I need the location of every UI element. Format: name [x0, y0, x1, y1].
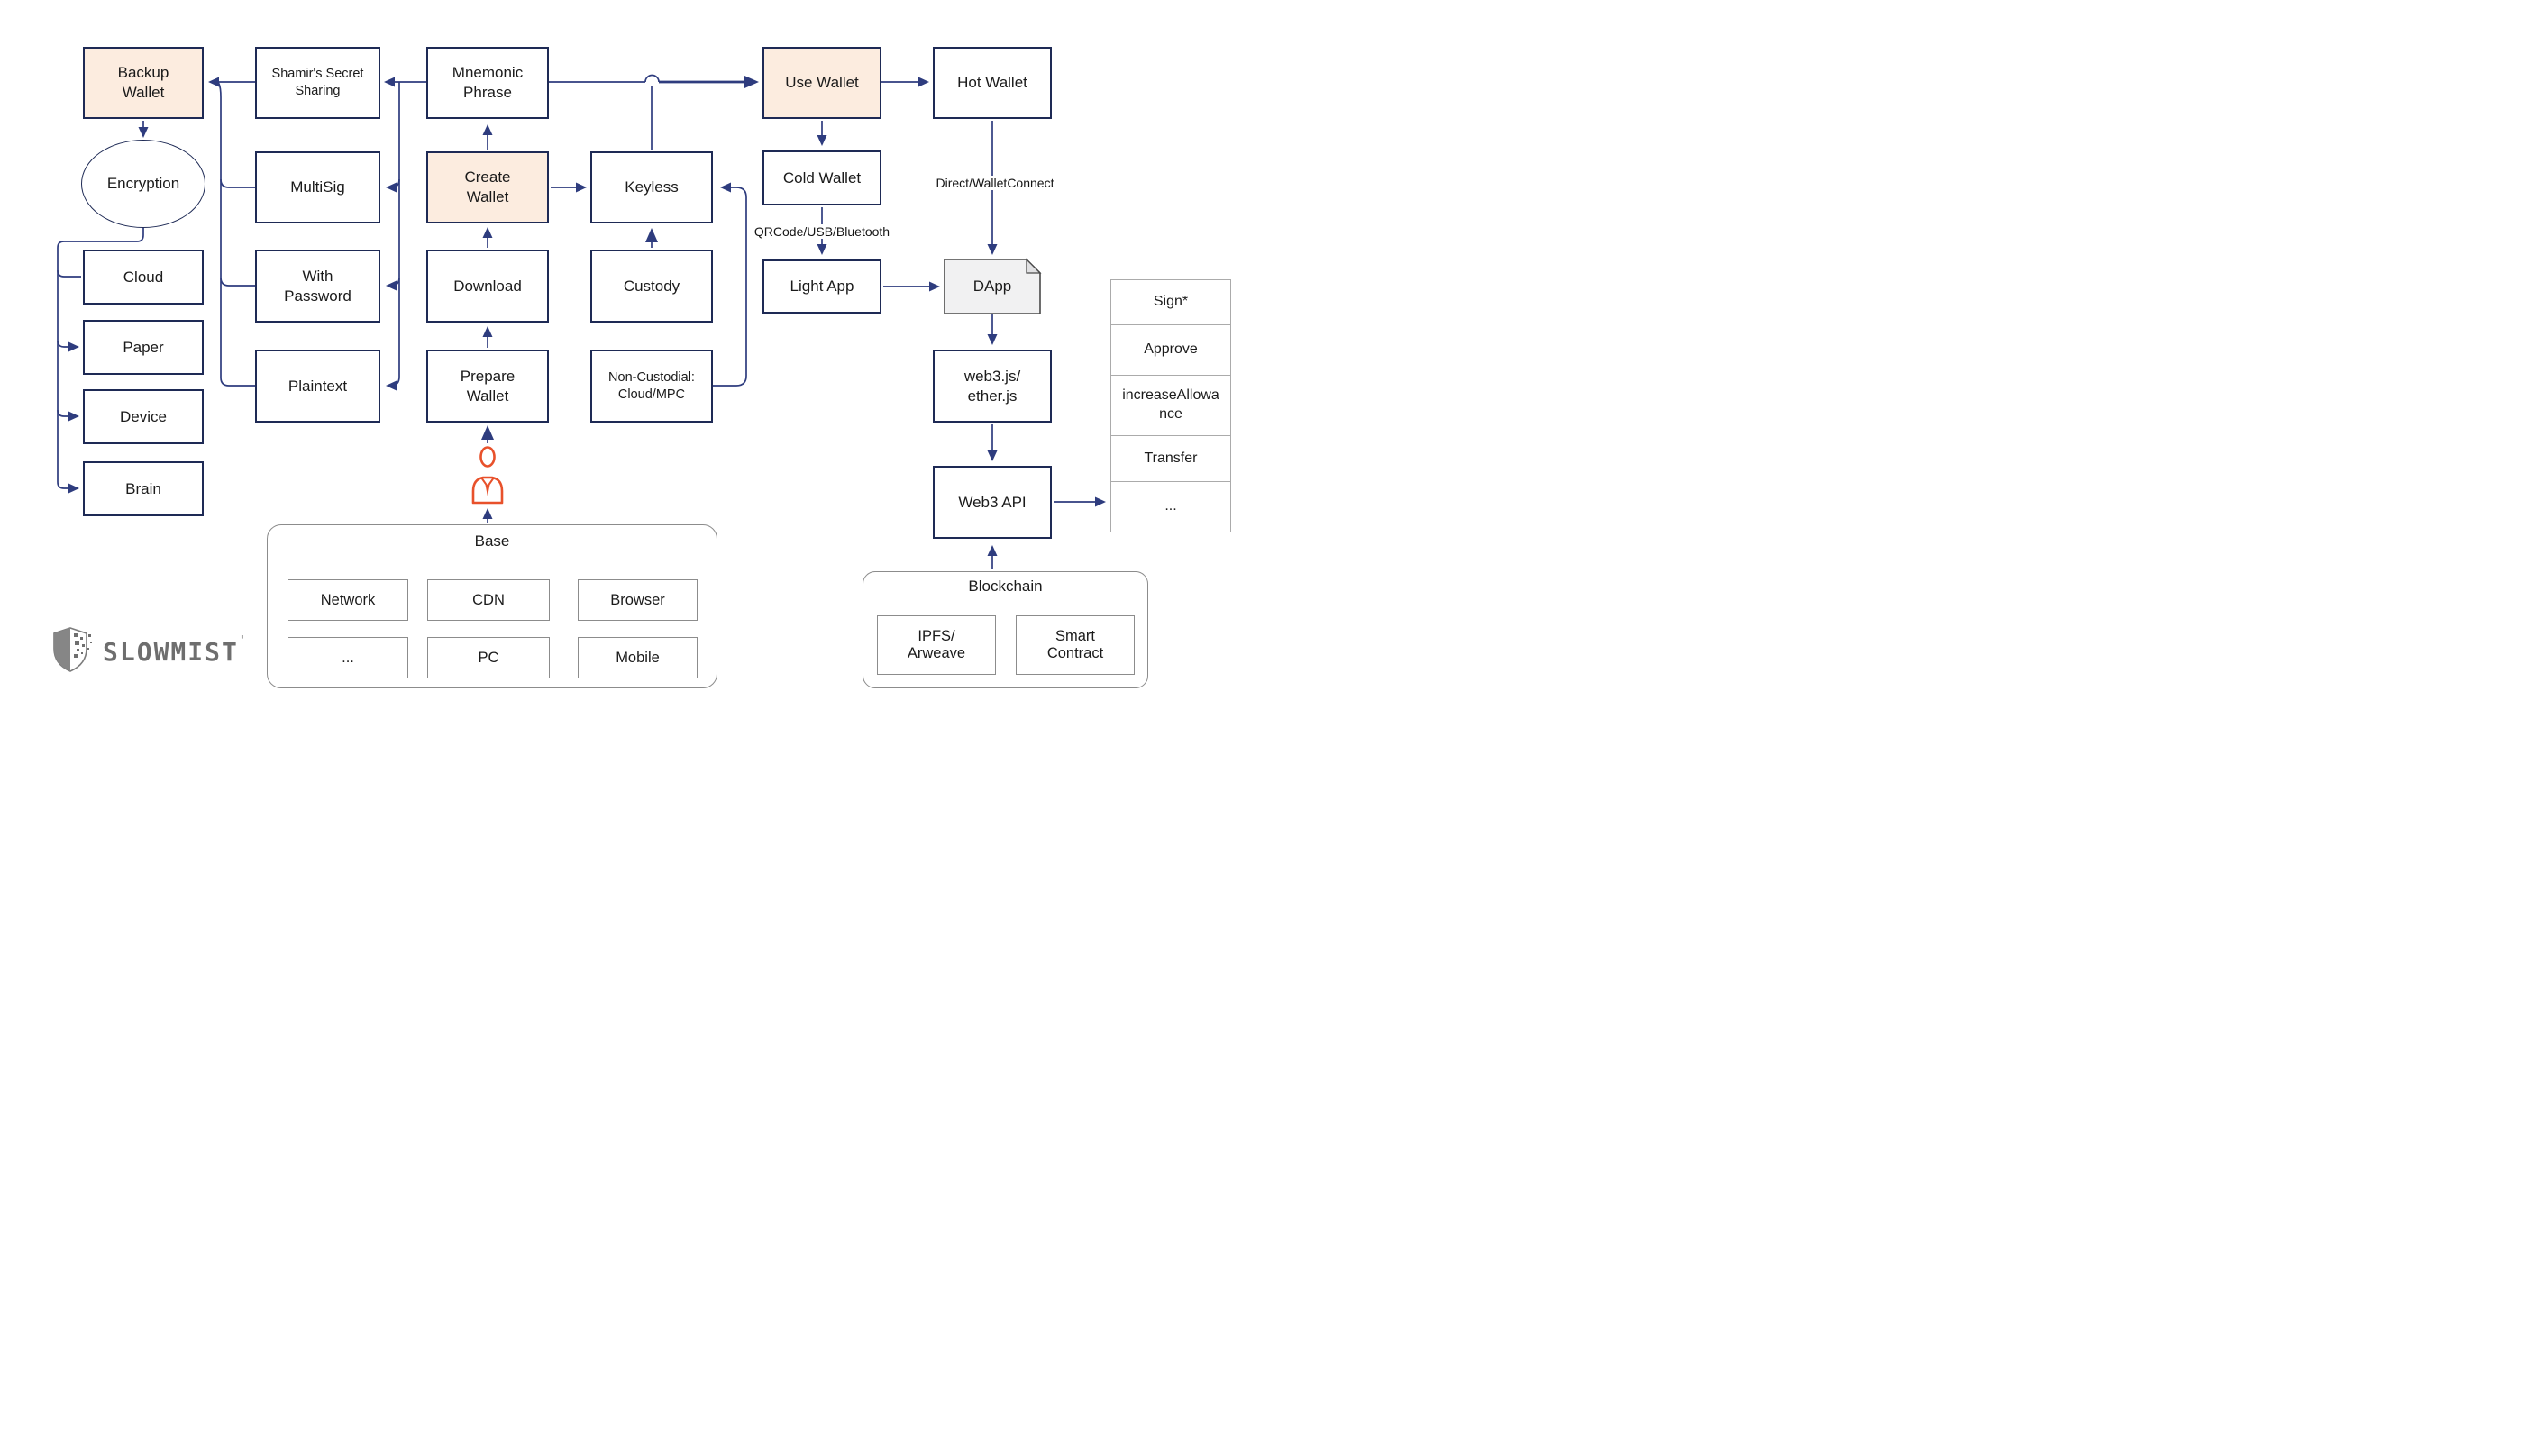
node-shamir-secret-sharing: Shamir's Secret Sharing: [255, 47, 380, 119]
edge-branch-brain: [57, 481, 79, 494]
method-ellipsis: ...: [1110, 480, 1231, 532]
node-download: Download: [426, 250, 549, 323]
connector-lines-layer: [57, 74, 1106, 569]
base-item-browser: Browser: [578, 579, 698, 621]
edge-trunk-to-withpassword: [386, 277, 400, 291]
method-transfer: Transfer: [1110, 435, 1231, 482]
node-paper: Paper: [83, 320, 204, 375]
node-hot-wallet: Hot Wallet: [933, 47, 1052, 119]
label-qrcode-usb-bluetooth: QRCode/USB/Bluetooth: [751, 224, 893, 239]
web3-api-methods-list: Sign* Approve increaseAllowance Transfer…: [1110, 278, 1231, 532]
edge-multisig-join-left: [220, 178, 255, 188]
base-item-network: Network: [288, 579, 408, 621]
node-prepare-wallet: Prepare Wallet: [426, 350, 549, 423]
wallet-security-flow-diagram: Backup Wallet Shamir's Secret Sharing Mn…: [0, 0, 1269, 728]
edge-branch-paper: [57, 340, 79, 352]
node-create-wallet: Create Wallet: [426, 151, 549, 223]
edge-trunk-to-multisig: [386, 178, 400, 193]
node-use-wallet: Use Wallet: [762, 47, 881, 119]
edge-right-trunk: [386, 82, 400, 391]
node-brain: Brain: [83, 461, 204, 516]
edge-merge-arc: [644, 74, 660, 83]
node-dapp: DApp: [972, 278, 1012, 296]
edge-withpassword-join-left: [220, 277, 255, 287]
base-item-ellipsis: ...: [288, 637, 408, 678]
method-sign: Sign*: [1110, 278, 1231, 326]
method-approve: Approve: [1110, 324, 1231, 376]
node-device: Device: [83, 389, 204, 444]
user-person-icon: [471, 446, 504, 505]
edge-encryption-trunk: [57, 228, 144, 482]
edge-branch-cloud: [57, 269, 81, 278]
node-cloud: Cloud: [83, 250, 204, 305]
method-increase-allowance: increaseAllowance: [1110, 374, 1231, 437]
node-mnemonic-phrase: Mnemonic Phrase: [426, 47, 549, 119]
base-container: Base Network CDN Browser ... PC Mobile: [267, 524, 717, 688]
base-item-cdn: CDN: [427, 579, 550, 621]
node-web3-api: Web3 API: [933, 466, 1052, 539]
node-encryption: Encryption: [81, 140, 205, 228]
slowmist-shield-icon: [53, 627, 92, 672]
node-cold-wallet: Cold Wallet: [762, 150, 881, 205]
node-with-password: With Password: [255, 250, 380, 323]
edge-noncustodial-to-keyless: [713, 182, 747, 387]
node-custody: Custody: [590, 250, 713, 323]
base-item-mobile: Mobile: [578, 637, 698, 678]
slowmist-wordmark-tick: ': [238, 634, 248, 648]
blockchain-item-ipfs-arweave: IPFS/ Arweave: [877, 615, 996, 675]
label-direct-walletconnect: Direct/WalletConnect: [922, 176, 1068, 190]
edge-branch-device: [57, 409, 79, 422]
node-web3-libs: web3.js/ ether.js: [933, 350, 1052, 423]
blockchain-container: Blockchain IPFS/ Arweave Smart Contract: [863, 571, 1148, 688]
blockchain-title: Blockchain: [968, 578, 1043, 595]
edge-left-trunk-to-backup: [212, 79, 255, 387]
node-keyless: Keyless: [590, 151, 713, 223]
slowmist-logo: SLOWMIST': [50, 625, 248, 676]
slowmist-wordmark-text: SLOWMIST: [103, 637, 239, 667]
node-non-custodial: Non-Custodial: Cloud/MPC: [590, 350, 713, 423]
node-plaintext: Plaintext: [255, 350, 380, 423]
node-backup-wallet: Backup Wallet: [83, 47, 204, 119]
node-light-app: Light App: [762, 259, 881, 314]
slowmist-wordmark: SLOWMIST': [103, 634, 248, 667]
dapp-document-shape: [944, 258, 1042, 314]
base-item-pc: PC: [427, 637, 550, 678]
base-title: Base: [474, 532, 510, 550]
node-multisig: MultiSig: [255, 151, 380, 223]
blockchain-item-smart-contract: Smart Contract: [1016, 615, 1135, 675]
